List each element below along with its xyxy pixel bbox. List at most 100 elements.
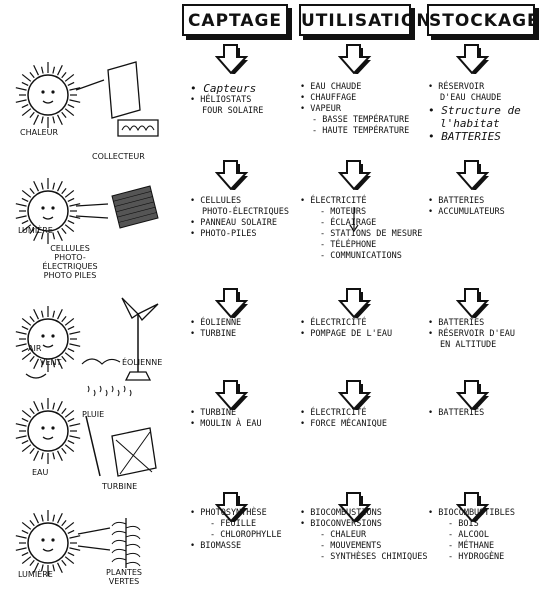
row-4-label-1: PLUIE: [82, 410, 105, 419]
entry: - SYNTHÈSES CHIMIQUES: [320, 552, 428, 562]
entry: • RÉSERVOIR D'EAU: [428, 329, 515, 339]
entry: - MÉTHANE: [448, 541, 495, 551]
row-5-label-2: PLANTES VERTES: [106, 568, 142, 586]
entry: • BATTERIES: [428, 130, 501, 143]
arrow-stockage-row-2: [456, 160, 490, 190]
arrow-stockage-row-1: [456, 44, 490, 74]
header-captage: CAPTAGE: [182, 4, 288, 36]
entry: • ÉLECTRICITÉ: [300, 318, 367, 328]
entry: - CHLOROPHYLLE: [210, 530, 282, 540]
entry: • HÉLIOSTATS: [190, 95, 252, 105]
cell-utilisation-row-2: • ÉLECTRICITÉ- MOTEURS- ÉCLAIRAGE- STATI…: [300, 196, 422, 262]
entry: • BIOCOMBUSTIONS: [300, 508, 382, 518]
row-1-label-2: COLLECTEUR: [92, 152, 145, 161]
entry: - COMMUNICATIONS: [320, 251, 402, 261]
entry: • Structure de: [428, 104, 521, 117]
entry: l'habitat: [440, 117, 500, 130]
row-4-label-3: TURBINE: [102, 482, 138, 491]
arrow-utilisation-row-4: [338, 380, 372, 410]
entry: • POMPAGE DE L'EAU: [300, 329, 393, 339]
entry: - MOTEURS: [320, 207, 367, 217]
arrow-stockage-row-3: [456, 288, 490, 318]
illustration-row-5: [15, 510, 141, 576]
row-4-label-2: EAU: [32, 468, 49, 477]
illustration-row-2: [15, 178, 159, 244]
entry: • TURBINE: [190, 329, 237, 339]
cell-utilisation-row-4: • ÉLECTRICITÉ• FORCE MÉCANIQUE: [300, 408, 387, 430]
entry: • ACCUMULATEURS: [428, 207, 505, 217]
entry: • MOULIN À EAU: [190, 419, 262, 429]
electricity-branch-arrow: [349, 207, 359, 233]
entry: - ALCOOL: [448, 530, 489, 540]
entry: • CELLULES: [190, 196, 242, 206]
row-1-label-1: CHALEUR: [20, 128, 58, 137]
entry: - STATIONS DE MESURE: [320, 229, 423, 239]
illustration-row-1: [15, 61, 159, 137]
entry: - HAUTE TEMPÉRATURE: [312, 126, 410, 136]
cell-captage-row-5: • PHOTOSYNTHÈSE- FEUILLE- CHLOROPHYLLE •…: [190, 508, 282, 552]
entry: FOUR SOLAIRE: [202, 106, 264, 116]
cell-captage-row-4: • TURBINE• MOULIN À EAU: [190, 408, 262, 430]
entry: • EAU CHAUDE: [300, 82, 362, 92]
row-2-label-2: CELLULES PHOTO-ÉLECTRIQUES PHOTO PILES: [42, 244, 98, 280]
entry: • CHAUFFAGE: [300, 93, 357, 103]
entry: D'EAU CHAUDE: [440, 93, 502, 103]
entry: - HYDROGÈNE: [448, 552, 505, 562]
entry: - BOIS: [448, 519, 479, 529]
entry: • ÉLECTRICITÉ: [300, 408, 367, 418]
entry: • ÉOLIENNE: [190, 318, 242, 328]
arrow-utilisation-row-1: [338, 44, 372, 74]
entry: • PHOTOSYNTHÈSE: [190, 508, 267, 518]
row-5-label-1: LUMIÈRE: [18, 570, 53, 579]
entry: • BIOCONVERSIONS: [300, 519, 382, 529]
entry: • ÉLECTRICITÉ: [300, 196, 367, 206]
entry: • PANNEAU SOLAIRE: [190, 218, 277, 228]
cell-utilisation-row-3: • ÉLECTRICITÉ• POMPAGE DE L'EAU: [300, 318, 392, 340]
arrow-captage-row-4: [215, 380, 249, 410]
entry: - CHALEUR: [320, 530, 367, 540]
entry: • BIOMASSE: [190, 541, 242, 551]
row-3-label-1: AIR: [28, 344, 42, 353]
entry: • TURBINE: [190, 408, 237, 418]
header-utilisation: UTILISATION: [299, 4, 431, 36]
row-3-label-3: ÉOLIENNE: [122, 358, 163, 367]
cell-utilisation-row-1: • EAU CHAUDE• CHAUFFAGE• VAPEUR- BASSE T…: [300, 82, 409, 137]
cell-utilisation-row-5: • BIOCOMBUSTIONS• BIOCONVERSIONS- CHALEU…: [300, 508, 427, 563]
entry: - ÉCLAIRAGE: [320, 218, 377, 228]
arrow-stockage-row-5: [456, 492, 490, 522]
cell-captage-row-3: • ÉOLIENNE• TURBINE: [190, 318, 241, 340]
entry: - BASSE TEMPÉRATURE: [312, 115, 410, 125]
arrow-stockage-row-4: [456, 380, 490, 410]
entry: • BATTERIES: [428, 318, 485, 328]
entry: • PHOTO-PILES: [190, 229, 257, 239]
row-2-label-1: LUMIÈRE: [18, 226, 53, 235]
entry: • FORCE MÉCANIQUE: [300, 419, 387, 429]
row-3-label-2: VENT: [40, 358, 62, 367]
entry: • BATTERIES: [428, 408, 485, 418]
cell-stockage-row-4: • BATTERIES: [428, 408, 484, 419]
arrow-utilisation-row-3: [338, 288, 372, 318]
entry: • BIOCOMBUSTIBLES: [428, 508, 515, 518]
entry: • BATTERIES: [428, 196, 485, 206]
cell-stockage-row-5: • BIOCOMBUSTIBLES- BOIS- ALCOOL- MÉTHANE…: [428, 508, 515, 563]
entry: - FEUILLE: [210, 519, 257, 529]
illustration-row-3: [15, 297, 159, 381]
header-stockage: STOCKAGE: [427, 4, 539, 36]
arrow-captage-row-5: [215, 492, 249, 522]
arrow-captage-row-1: [215, 44, 249, 74]
arrow-captage-row-2: [215, 160, 249, 190]
entry: - TÉLÉPHONE: [320, 240, 377, 250]
entry: • Capteurs: [190, 82, 257, 95]
entry: PHOTO-ÉLECTRIQUES: [202, 207, 289, 217]
entry: • VAPEUR: [300, 104, 341, 114]
illustration-row-4: [15, 385, 157, 477]
cell-stockage-row-2: • BATTERIES• ACCUMULATEURS: [428, 196, 505, 218]
arrow-utilisation-row-5: [338, 492, 372, 522]
entry: EN ALTITUDE: [440, 340, 497, 350]
entry: - MOUVEMENTS: [320, 541, 382, 551]
